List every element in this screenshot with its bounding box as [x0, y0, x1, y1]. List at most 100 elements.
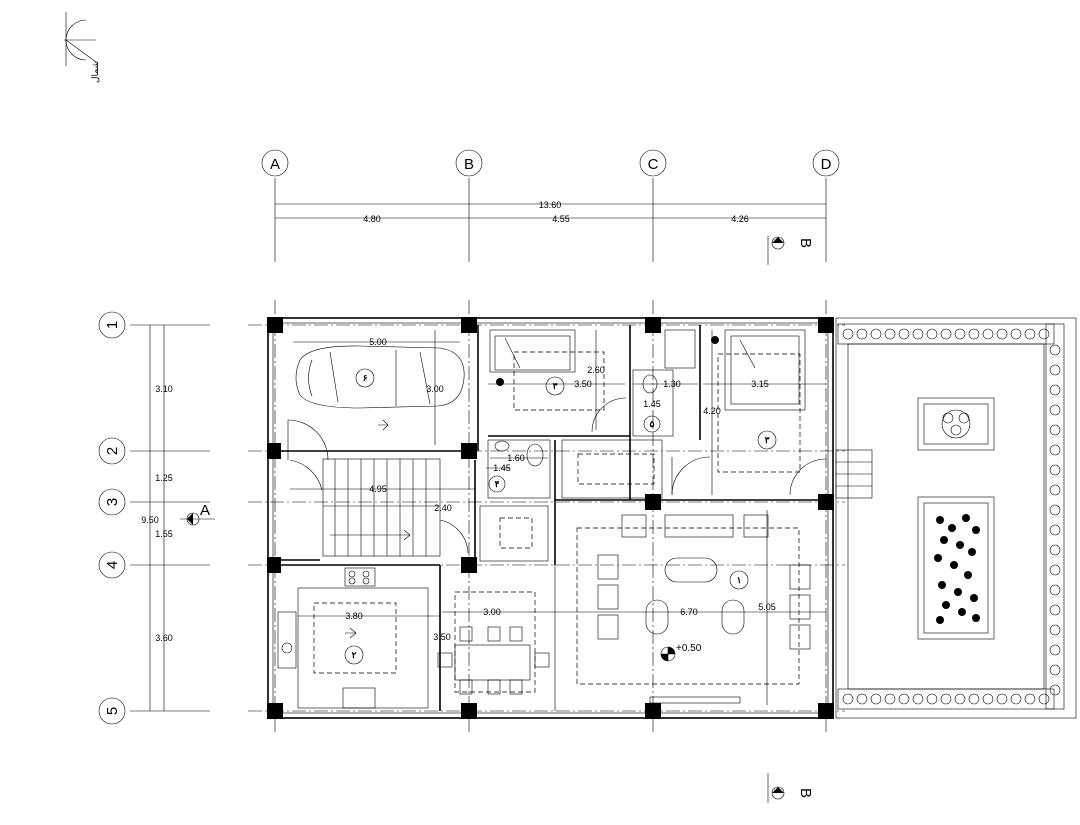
bathroom: 1.30 1.45 ۵: [632, 329, 698, 437]
tree-icon: [941, 409, 971, 439]
bath-width-dim: 1.30: [663, 379, 681, 389]
bedroom-right-number-marker: [757, 430, 777, 450]
hedge-pattern-right: [1049, 344, 1061, 696]
planter-large: [917, 496, 995, 640]
svg-text:1: 1: [104, 321, 121, 329]
stair-direction-arrow-icon: [330, 529, 411, 541]
ottoman-icon: [645, 599, 669, 635]
section-marker-side: A: [180, 502, 215, 526]
bedroom-left-depth-dim: 2.60: [587, 365, 605, 375]
garage-entry-arrow-icon: [378, 419, 389, 431]
kitchen-entry-arrow-icon: [345, 627, 357, 639]
overall-width-dim: 13.60: [539, 200, 562, 210]
floor-elevation: +0.50: [676, 643, 702, 654]
bedroom-right-depth-dim: 4.20: [703, 406, 721, 416]
bed-icon-right: [724, 329, 806, 411]
hedge-right: [1045, 323, 1065, 710]
hedge-pattern-bottom: [842, 693, 1050, 705]
span-c-d-dim: 4.26: [731, 214, 749, 224]
bedside-lamp-icon-right: [711, 336, 719, 344]
svg-text:۵: ۵: [650, 419, 655, 429]
hedge-top: [837, 323, 1055, 345]
dining-depth-dim: 3.50: [433, 632, 451, 642]
svg-text:B: B: [464, 156, 474, 173]
svg-text:A: A: [270, 156, 280, 173]
entry-steps: [835, 449, 873, 499]
svg-text:5: 5: [104, 707, 121, 715]
fridge-icon: [342, 687, 376, 709]
north-arrow-icon: شمال: [64, 12, 100, 83]
svg-text:C: C: [648, 156, 659, 173]
svg-text:۶: ۶: [363, 373, 368, 383]
hallway: [561, 439, 711, 499]
dining-width-dim: 3.00: [483, 607, 501, 617]
garage-depth-dim: 3.00: [426, 384, 444, 394]
armchair-icon: [621, 514, 647, 538]
garage-number-marker: [355, 368, 375, 388]
wc-number-marker: [488, 475, 506, 493]
shrub-icon: [934, 514, 980, 624]
axis-bubble-4: [98, 551, 126, 579]
chair-left-icon: [597, 554, 619, 580]
bedroom-right-width-dim: 3.15: [751, 379, 769, 389]
svg-text:4: 4: [104, 561, 121, 569]
bed-icon: [489, 329, 576, 373]
kitchen-number-marker: [344, 645, 364, 665]
coffee-table-icon: [664, 557, 718, 583]
bedside-lamp-icon: [496, 378, 504, 386]
span-4-5-dim: 3.60: [155, 633, 173, 643]
window-icon: [649, 696, 741, 704]
svg-text:۴: ۴: [495, 479, 500, 489]
planter-small: [917, 397, 995, 451]
span-b-c-dim: 4.55: [552, 214, 570, 224]
grid-lines-horizontal: [130, 324, 845, 712]
stair-landing-dim: 2.40: [434, 503, 452, 513]
grid-lines-vertical: [274, 178, 827, 735]
svg-text:A: A: [200, 502, 210, 519]
dining-area: 3.00 3.50: [433, 591, 555, 695]
horizontal-dimensions: 13.60 4.80 4.55 4.26: [275, 200, 826, 224]
hedge-pattern-top: [842, 328, 1050, 340]
building-walls: [267, 317, 834, 719]
bedroom-left-width-dim: 3.50: [574, 379, 592, 389]
axis-bubble-1: [98, 311, 126, 339]
svg-text:۲: ۲: [352, 650, 357, 660]
sink-counter-icon: [277, 611, 297, 669]
axis-bubble-c: [639, 149, 667, 177]
north-label: شمال: [90, 61, 100, 83]
living-depth-dim: 5.05: [758, 602, 776, 612]
garage-width-dim: 5.00: [369, 337, 387, 347]
span-2-3-dim: 1.25: [155, 473, 173, 483]
kitchen-width-dim: 3.80: [345, 611, 363, 621]
axis-bubble-3: [98, 488, 126, 516]
svg-text:B: B: [797, 788, 814, 798]
living-room: 6.70 5.05 ۱ +0.50: [555, 510, 826, 705]
row-axis-bubbles: 1 2 3 4 5: [98, 311, 126, 725]
svg-text:D: D: [821, 156, 832, 173]
svg-text:3: 3: [104, 498, 121, 506]
elevation-marker-icon: [660, 646, 676, 662]
living-number-marker: [729, 570, 749, 590]
storage-room: [479, 505, 549, 562]
column-axis-bubbles: A B C D: [261, 149, 840, 177]
axis-bubble-2: [98, 437, 126, 465]
bedroom-right: 3.15 4.20 ۳: [703, 329, 827, 496]
bath-number-marker: [643, 415, 661, 433]
kitchen: 3.80 ۲: [277, 567, 440, 709]
section-marker-bottom: B: [767, 773, 814, 803]
garage: 5.00 3.00 ۶: [287, 330, 465, 461]
axis-bubble-5: [98, 697, 126, 725]
axis-bubble-d: [812, 149, 840, 177]
svg-text:۱: ۱: [737, 575, 742, 585]
axis-bubble-b: [455, 149, 483, 177]
hedge-bottom: [837, 688, 1055, 710]
staircase: 4.95 2.40: [289, 458, 475, 557]
section-marker-top: B: [767, 236, 814, 265]
bedroom-left-number-marker: [545, 376, 565, 396]
svg-text:۳: ۳: [765, 435, 770, 445]
bedroom-left: 3.50 2.60 ۳: [488, 329, 627, 433]
armchair-icon-2: [743, 514, 769, 538]
span-a-b-dim: 4.80: [363, 214, 381, 224]
svg-text:B: B: [797, 238, 814, 248]
